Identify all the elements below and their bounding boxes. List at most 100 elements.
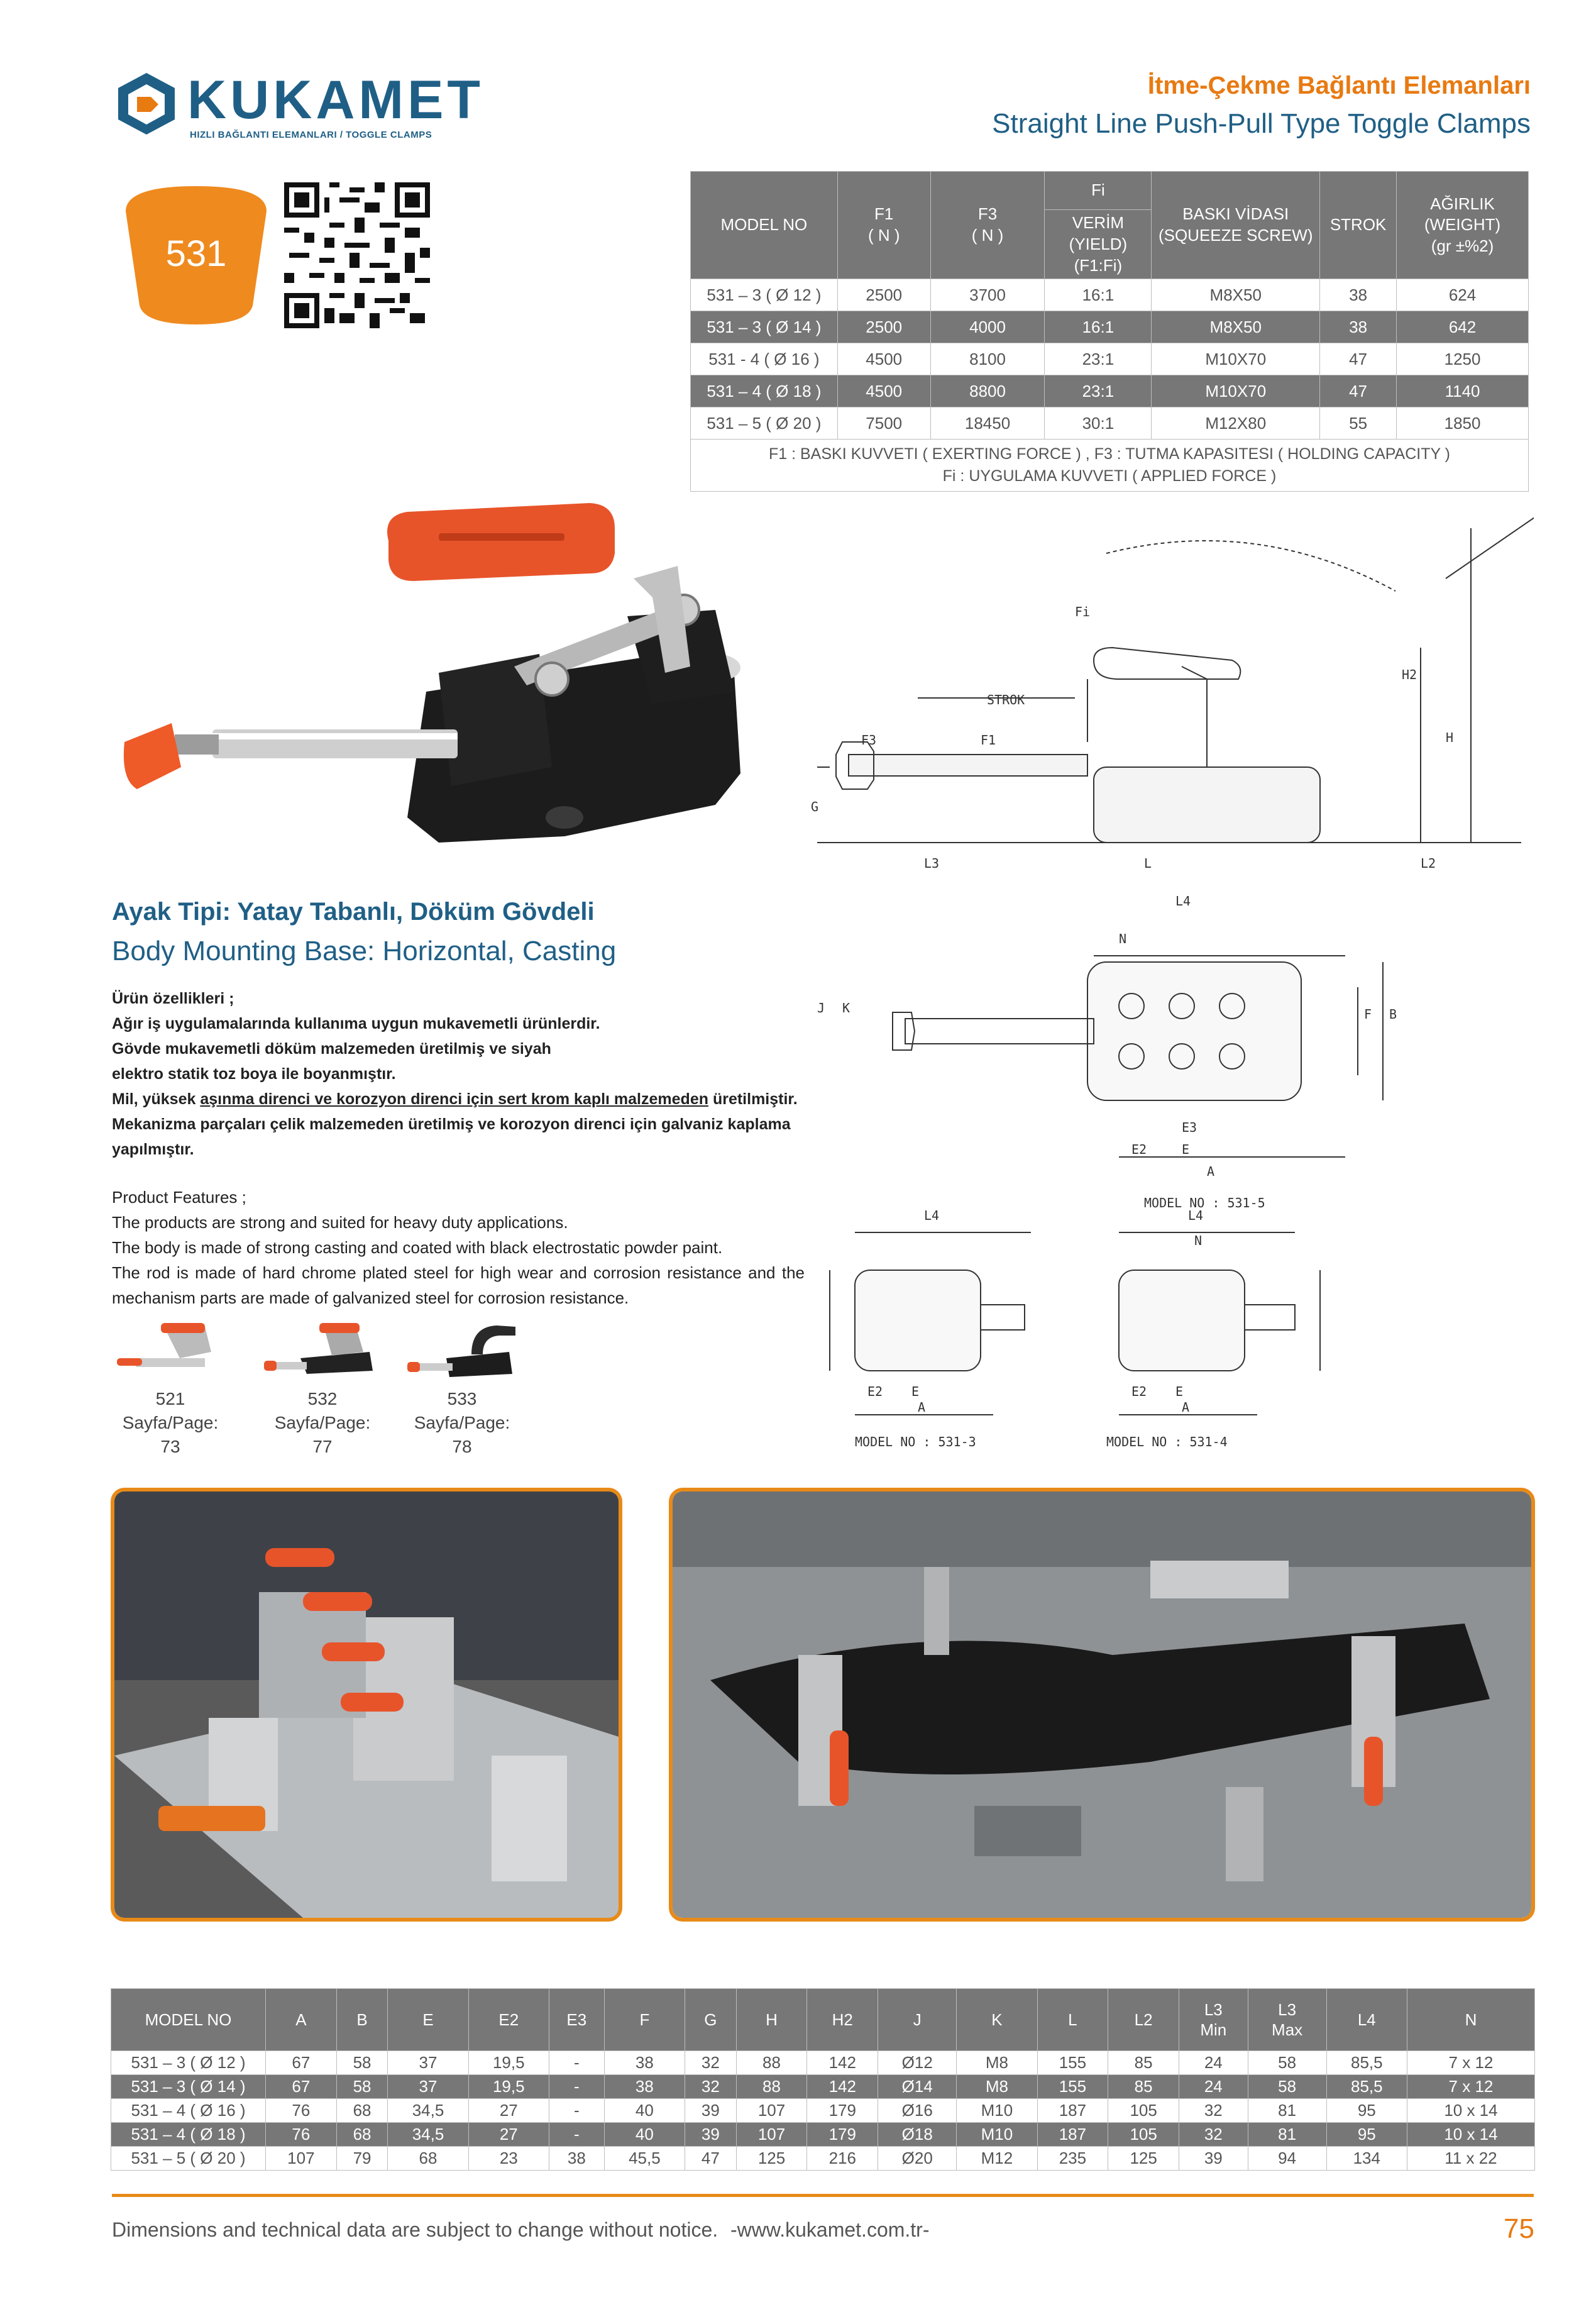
- label-e3: E3: [1182, 1120, 1197, 1135]
- col-e: E: [387, 1988, 469, 2051]
- page-title-en: Straight Line Push-Pull Type Toggle Clam…: [992, 108, 1531, 139]
- label-f1: F1: [981, 733, 996, 748]
- label-n: N: [1119, 931, 1126, 946]
- label-f: F: [1364, 1007, 1372, 1022]
- label-l2: L2: [1421, 856, 1436, 871]
- label-e2-3: E2: [867, 1384, 883, 1399]
- related-product-532[interactable]: 532 Sayfa/Page: 77: [263, 1314, 382, 1459]
- product-photo: [123, 503, 740, 843]
- col-j: J: [878, 1988, 957, 2051]
- dimension-table: MODEL NO A B E E2 E3 F G H H2 J K L L2 L…: [111, 1988, 1536, 2171]
- label-e: E: [1182, 1142, 1189, 1157]
- related-product-533[interactable]: 533 Sayfa/Page: 78: [402, 1314, 522, 1459]
- label-fi: Fi: [1075, 604, 1090, 619]
- label-l4-4: L4: [1188, 1208, 1203, 1223]
- clamp-532-icon: [264, 1323, 373, 1374]
- label-e2: E2: [1131, 1142, 1147, 1157]
- col-screw: BASKI VİDASI(SQUEEZE SCREW): [1151, 170, 1321, 280]
- application-photo-1: [111, 1488, 622, 1922]
- table-note-1: F1 : BASKI KUVVETI ( EXERTING FORCE ) , …: [769, 445, 1450, 463]
- fixture-photo-1: [114, 1491, 619, 1918]
- col-l2: L2: [1108, 1988, 1180, 2051]
- col-weight: AĞIRLIK(WEIGHT)(gr ±%2): [1396, 170, 1529, 280]
- label-b: B: [1389, 1007, 1397, 1022]
- brand-name: KUKAMET: [187, 70, 484, 130]
- series-badge-icon: [126, 186, 267, 324]
- brand-subtitle: HIZLI BAĞLANTI ELEMANLARI / TOGGLE CLAMP…: [190, 130, 432, 140]
- label-a-3: A: [918, 1400, 925, 1415]
- brand-logo: KUKAMET HIZLI BAĞLANTI ELEMANLARI / TOGG…: [112, 69, 480, 151]
- col-h2: H2: [806, 1988, 879, 2051]
- col-n: N: [1406, 1988, 1536, 2051]
- spec-table: MODEL NO F1( N ) F3( N ) Fi BASKI VİDASI…: [690, 170, 1529, 492]
- col-h: H: [735, 1988, 808, 2051]
- col-e2: E2: [468, 1988, 549, 2051]
- model-531-3-caption: MODEL NO : 531-3: [855, 1434, 976, 1449]
- series-number: 531: [165, 233, 227, 274]
- col-model: MODEL NO: [111, 1988, 266, 2051]
- features-en: Product Features ; The products are stro…: [112, 1188, 805, 1307]
- model-531-5-caption: MODEL NO : 531-5: [1144, 1195, 1265, 1210]
- col-k: K: [956, 1988, 1038, 2051]
- col-f1: F1( N ): [837, 170, 931, 280]
- col-f: F: [603, 1988, 686, 2051]
- logo-mark-icon: [118, 73, 175, 135]
- footer-disclaimer: Dimensions and technical data are subjec…: [112, 2218, 718, 2241]
- col-strok: STROK: [1319, 170, 1397, 280]
- footer-divider: [112, 2194, 1534, 2197]
- label-e-4: E: [1175, 1384, 1183, 1399]
- label-h: H: [1446, 730, 1453, 745]
- col-l4: L4: [1326, 1988, 1407, 2051]
- table-note-row: F1 : BASKI KUVVETI ( EXERTING FORCE ) , …: [690, 439, 1529, 492]
- clamp-533-icon: [407, 1325, 515, 1377]
- related-product-521[interactable]: 521 Sayfa/Page: 73: [111, 1314, 230, 1459]
- col-yield: VERİM (YIELD)(F1:Fi): [1044, 209, 1152, 280]
- col-b: B: [336, 1988, 388, 2051]
- label-a-4: A: [1182, 1400, 1189, 1415]
- page-number: 75: [1504, 2213, 1534, 2244]
- label-f3: F3: [861, 733, 876, 748]
- clamp-521-icon: [117, 1323, 211, 1367]
- label-l4-3: L4: [924, 1208, 939, 1223]
- label-g: G: [811, 799, 818, 814]
- label-strok: STROK: [987, 692, 1025, 707]
- label-j: J: [817, 1000, 825, 1015]
- table-note-2: Fi : UYGULAMA KUVVETI ( APPLIED FORCE ): [942, 467, 1277, 485]
- label-k: K: [842, 1000, 850, 1015]
- technical-drawings: Fi H2 H STROK F3 F1 G L3 L L2 L4 N J K F…: [811, 517, 1534, 1449]
- label-l3: L3: [924, 856, 939, 871]
- col-model: MODEL NO: [690, 170, 838, 280]
- col-fi: Fi: [1044, 171, 1152, 210]
- model-531-4-caption: MODEL NO : 531-4: [1106, 1434, 1228, 1449]
- col-f3: F3( N ): [930, 170, 1045, 280]
- dimension-header-row: MODEL NO A B E E2 E3 F G H H2 J K L L2 L…: [111, 1988, 1536, 2051]
- label-l4: L4: [1175, 894, 1191, 909]
- label-n-4: N: [1194, 1233, 1202, 1248]
- label-e2-4: E2: [1131, 1384, 1147, 1399]
- fixture-photo-2: [673, 1491, 1531, 1918]
- label-l: L: [1144, 856, 1152, 871]
- col-l: L: [1037, 1988, 1109, 2051]
- label-a: A: [1207, 1164, 1214, 1179]
- section-title-en: Body Mounting Base: Horizontal, Casting: [112, 936, 617, 966]
- col-a: A: [265, 1988, 337, 2051]
- qr-code-icon[interactable]: [282, 182, 432, 328]
- section-title-tr: Ayak Tipi: Yatay Tabanlı, Döküm Gövdeli: [112, 898, 595, 926]
- footer-url-link[interactable]: -www.kukamet.com.tr-: [730, 2218, 930, 2241]
- page-title-tr: İtme-Çekme Bağlantı Elemanları: [1147, 72, 1531, 99]
- application-photo-2: [669, 1488, 1535, 1922]
- col-g: G: [685, 1988, 737, 2051]
- features-tr: Ürün özellikleri ; Ağır iş uygulamaların…: [112, 990, 798, 1158]
